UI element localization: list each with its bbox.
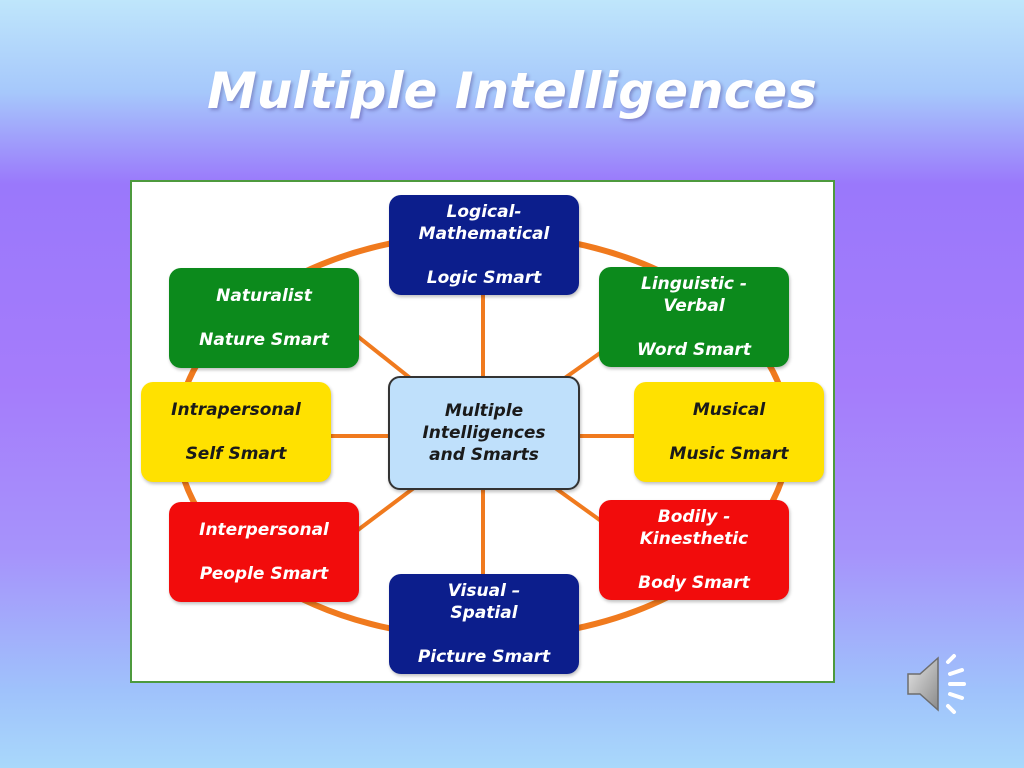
node-interpersonal: Interpersonal People Smart [169,502,359,602]
node-logical-subtitle: Logic Smart [426,268,542,288]
speaker-icon-graphic [907,654,966,714]
node-naturalist-subtitle: Nature Smart [199,330,329,350]
node-linguistic-verbal: Linguistic - Verbal Word Smart [599,267,789,367]
diagram-panel: Logical- Mathematical Logic Smart Lingui… [130,180,835,683]
node-linguistic-subtitle: Word Smart [637,340,751,360]
node-logical-mathematical: Logical- Mathematical Logic Smart [389,195,579,295]
node-center-multiple-intelligences: Multiple Intelligences and Smarts [388,376,580,490]
node-bodily-title-2: Kinesthetic [639,529,749,549]
node-naturalist: Naturalist Nature Smart [169,268,359,368]
node-interpersonal-subtitle: People Smart [199,564,329,584]
node-visual-subtitle: Picture Smart [417,647,551,667]
center-line-3: and Smarts [429,445,539,465]
node-bodily-kinesthetic: Bodily - Kinesthetic Body Smart [599,500,789,600]
node-musical-title: Musical [692,400,766,420]
node-linguistic-title-2: Verbal [663,296,725,316]
node-intrapersonal-title: Intrapersonal [171,400,301,420]
node-logical-title-1: Logical- [446,202,522,222]
node-visual-spatial: Visual – Spatial Picture Smart [389,574,579,674]
node-musical-subtitle: Music Smart [669,444,789,464]
node-intrapersonal-subtitle: Self Smart [185,444,287,464]
speaker-icon[interactable] [904,652,974,716]
center-line-1: Multiple [444,401,524,421]
node-musical: Musical Music Smart [634,382,824,482]
node-intrapersonal: Intrapersonal Self Smart [141,382,331,482]
node-naturalist-title: Naturalist [216,286,312,306]
node-interpersonal-title: Interpersonal [199,520,329,540]
node-bodily-title-1: Bodily - [657,507,731,527]
node-visual-title-2: Spatial [450,603,518,623]
node-bodily-subtitle: Body Smart [638,573,750,593]
node-visual-title-1: Visual – [447,581,521,601]
center-line-2: Intelligences [422,423,546,443]
node-linguistic-title-1: Linguistic - [641,274,747,294]
slide-title: Multiple Intelligences [207,62,817,120]
node-logical-title-2: Mathematical [418,224,550,244]
